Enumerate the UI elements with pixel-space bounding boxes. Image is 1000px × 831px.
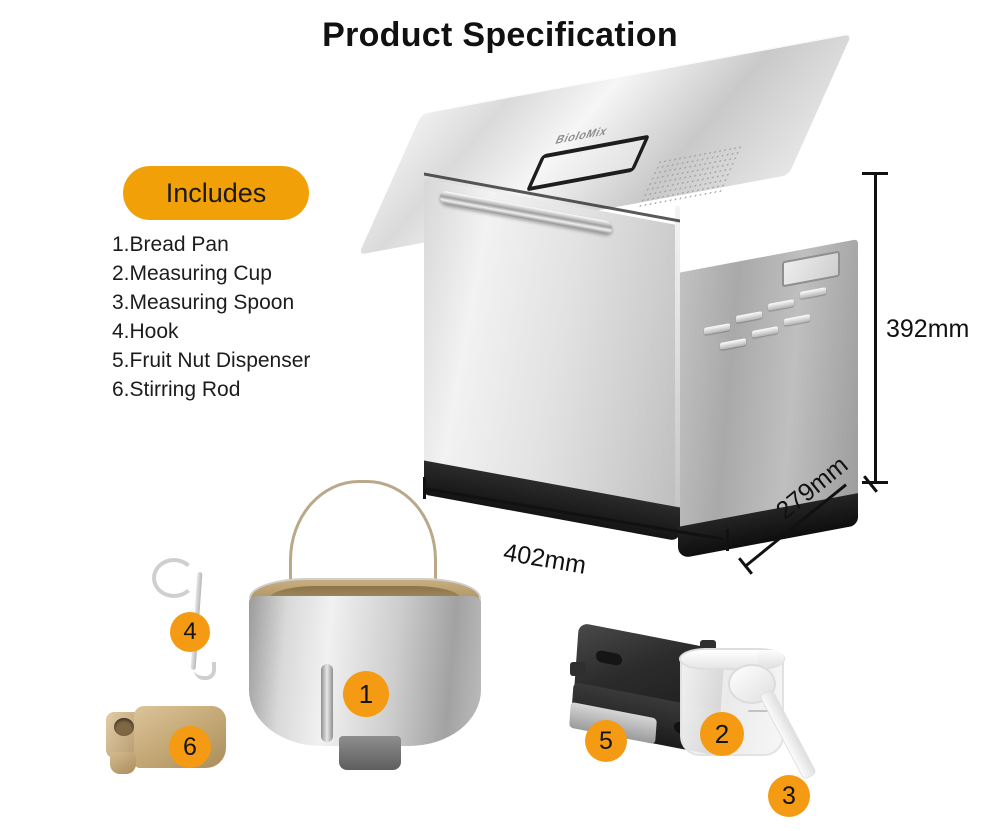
list-item: 5.Fruit Nut Dispenser xyxy=(112,349,311,372)
lcd-display xyxy=(782,250,840,288)
measuring-cup-graduation xyxy=(748,710,770,712)
control-button xyxy=(720,338,746,350)
includes-list: 1.Bread Pan 2.Measuring Cup 3.Measuring … xyxy=(112,230,412,404)
hook-tip xyxy=(194,662,216,680)
stirring-rod-tail xyxy=(110,752,136,774)
control-button xyxy=(704,323,730,335)
badge-number: 5 xyxy=(599,726,613,755)
height-dimension-line xyxy=(874,173,877,483)
measuring-spoon-illustration xyxy=(718,664,838,794)
height-dimension-cap-top xyxy=(862,172,888,175)
badge-hook: 4 xyxy=(170,612,210,652)
machine-corner-edge xyxy=(675,205,680,507)
control-button xyxy=(800,287,826,300)
badge-number: 2 xyxy=(714,718,730,749)
includes-badge-label: Includes xyxy=(165,177,267,208)
list-item: 2.Measuring Cup xyxy=(112,262,272,285)
list-item: 6.Stirring Rod xyxy=(112,378,241,401)
control-button xyxy=(736,311,762,323)
badge-stirring-rod: 6 xyxy=(169,726,211,768)
control-button xyxy=(752,326,778,338)
hook-curl xyxy=(152,558,196,598)
badge-number: 4 xyxy=(183,618,197,645)
badge-fruit-nut-dispenser: 5 xyxy=(585,720,627,762)
badge-number: 6 xyxy=(183,732,197,761)
measuring-spoon-handle xyxy=(758,688,818,781)
list-item: 3.Measuring Spoon xyxy=(112,291,295,314)
measuring-cup-spout xyxy=(758,650,784,666)
list-item: 4.Hook xyxy=(112,320,179,343)
page-title: Product Specification xyxy=(322,16,678,54)
width-dimension-cap-right xyxy=(726,529,729,551)
height-dimension-label: 392mm xyxy=(886,315,970,343)
badge-bread-pan: 1 xyxy=(343,671,389,717)
hook-illustration xyxy=(146,556,226,686)
badge-number: 1 xyxy=(358,678,374,709)
control-button xyxy=(768,299,794,311)
bread-pan-crease xyxy=(321,664,333,742)
bread-pan-shaft xyxy=(339,736,401,770)
dispenser-clip xyxy=(570,662,586,676)
badge-measuring-cup: 2 xyxy=(700,712,744,756)
includes-badge: Includes xyxy=(123,166,309,220)
badge-measuring-spoon: 3 xyxy=(768,775,810,817)
stirring-rod-bore xyxy=(114,718,134,736)
badge-number: 3 xyxy=(782,781,796,810)
stirring-rod-illustration xyxy=(104,700,230,782)
bread-pan-illustration xyxy=(243,478,493,793)
width-dimension-cap-left xyxy=(423,477,426,499)
list-item: 1.Bread Pan xyxy=(112,233,229,256)
control-button xyxy=(784,314,810,327)
height-dimension-cap-bottom xyxy=(862,481,888,484)
